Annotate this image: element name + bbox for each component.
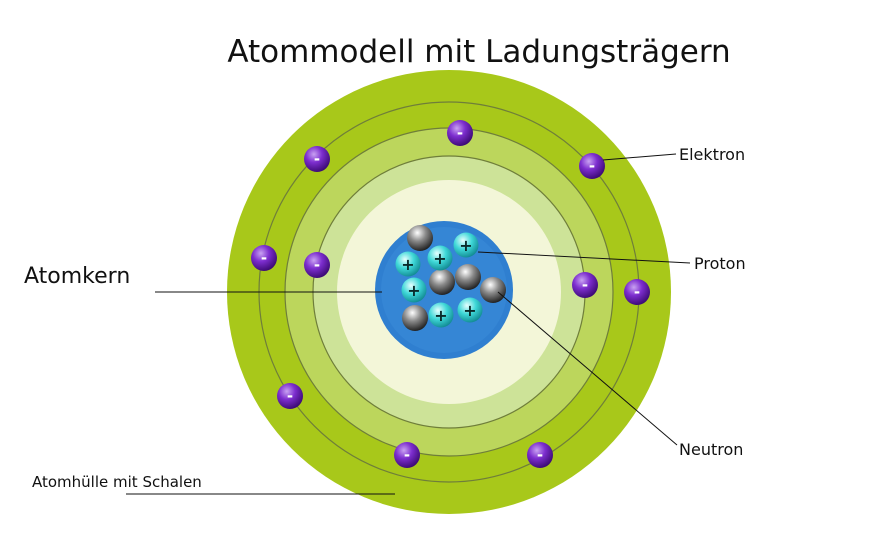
electron: - <box>527 442 553 468</box>
minus-sign: - <box>582 276 588 294</box>
proton: + <box>428 302 454 328</box>
electron-sphere <box>579 153 605 179</box>
shell-label: Atomhülle mit Schalen <box>32 473 202 491</box>
electron-sphere <box>527 442 553 468</box>
neutron <box>402 305 428 331</box>
electron-leader-line <box>602 153 677 161</box>
electron-sphere <box>572 272 598 298</box>
electron: - <box>304 252 330 278</box>
electron-sphere <box>304 252 330 278</box>
plus-sign: + <box>463 301 476 320</box>
plus-sign: + <box>434 306 447 325</box>
leader-lines <box>126 153 691 495</box>
electron-sphere <box>277 383 303 409</box>
neutron <box>480 277 506 303</box>
proton: + <box>453 232 479 258</box>
electron-sphere <box>304 146 330 172</box>
electron-sphere <box>447 120 473 146</box>
proton: + <box>395 251 421 277</box>
proton: + <box>401 277 427 303</box>
electron: - <box>304 146 330 172</box>
electron-shells <box>227 70 671 514</box>
minus-sign: - <box>404 446 410 464</box>
proton-leader-line <box>477 251 691 264</box>
neutron <box>455 264 481 290</box>
minus-sign: - <box>261 249 267 267</box>
nucleons: + + + + + + <box>395 225 506 331</box>
minus-sign: - <box>314 256 320 274</box>
proton-sphere <box>453 232 479 258</box>
minus-sign: - <box>314 150 320 168</box>
minus-sign: - <box>634 283 640 301</box>
proton-sphere <box>401 277 427 303</box>
neutron <box>429 269 455 295</box>
nucleus-label: Atomkern <box>24 264 130 289</box>
proton: + <box>457 297 483 323</box>
electron: - <box>277 383 303 409</box>
minus-sign: - <box>287 387 293 405</box>
electron-label: Elektron <box>679 145 745 164</box>
minus-sign: - <box>537 446 543 464</box>
electron: - <box>447 120 473 146</box>
electron-sphere <box>394 442 420 468</box>
electron: - <box>251 245 277 271</box>
plus-sign: + <box>459 236 472 255</box>
electron: - <box>624 279 650 305</box>
proton-label: Proton <box>694 254 746 273</box>
plus-sign: + <box>407 281 420 300</box>
electron: - <box>572 272 598 298</box>
minus-sign: - <box>589 157 595 175</box>
electron: - <box>579 153 605 179</box>
proton: + <box>427 245 453 271</box>
electrons: - - - - - - - - - - <box>251 120 650 468</box>
minus-sign: - <box>457 124 463 142</box>
electron-sphere <box>251 245 277 271</box>
proton-sphere <box>395 251 421 277</box>
proton-sphere <box>428 302 454 328</box>
diagram-title: Atommodell mit Ladungsträgern <box>227 34 730 70</box>
electron-sphere <box>624 279 650 305</box>
proton-sphere <box>427 245 453 271</box>
electron: - <box>394 442 420 468</box>
plus-sign: + <box>401 255 414 274</box>
plus-sign: + <box>433 249 446 268</box>
neutron-leader-line <box>497 291 678 446</box>
neutron <box>407 225 433 251</box>
proton-sphere <box>457 297 483 323</box>
neutron-label: Neutron <box>679 440 743 459</box>
